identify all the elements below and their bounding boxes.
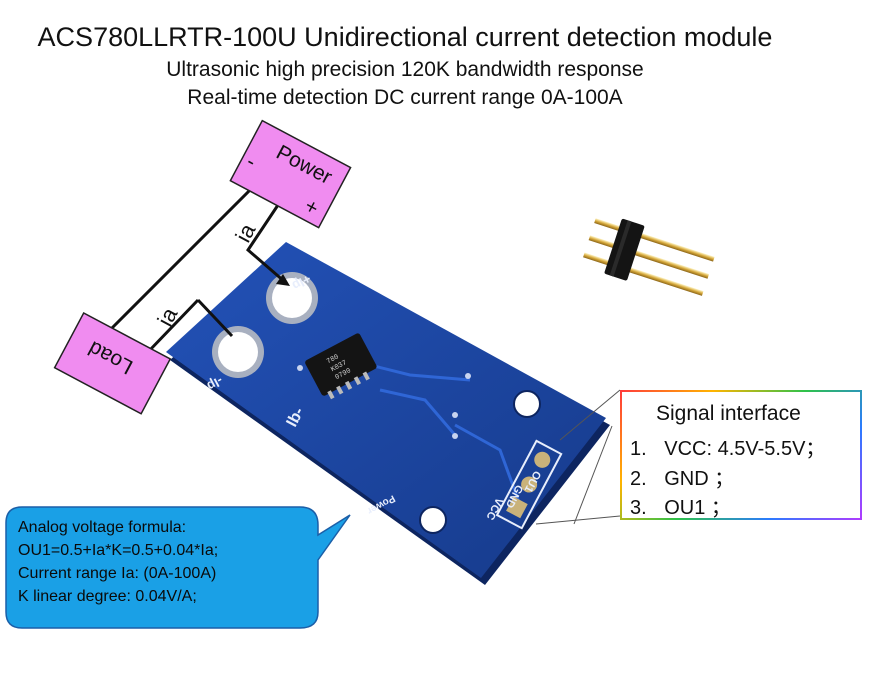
signal-item-text: GND ； [664, 468, 735, 490]
signal-interface-title: Signal interface [656, 402, 801, 425]
sensor-chip: 780 K037 0790 [305, 333, 377, 400]
formula-line: Current range Ia: (0A-100A) [18, 565, 217, 582]
signal-item: 2. GND ； [630, 462, 734, 491]
formula-bubble-shape [5, 506, 351, 629]
signal-item-number: 1. [630, 438, 647, 460]
signal-item: 1. VCC: 4.5V-5.5V； [630, 432, 825, 461]
signal-item-number: 3. [630, 497, 647, 519]
power-box: Power - + [229, 119, 352, 229]
formula-bubble: Analog voltage formula: OU1=0.5+Ia*K=0.5… [0, 505, 330, 630]
signal-pin-footprint [495, 439, 563, 530]
signal-item-text: VCC: 4.5V-5.5V； [664, 438, 826, 460]
signal-item-text: OU1 ； [664, 497, 731, 519]
current-label-left: ia [152, 303, 182, 331]
signal-item-number: 2. [630, 468, 647, 490]
subtitle-range: Real-time detection DC current range 0A-… [187, 86, 623, 109]
page-title: ACS780LLRTR-100U Unidirectional current … [37, 22, 773, 52]
signal-interface-panel: Signal interface 1. VCC: 4.5V-5.5V； 2. G… [620, 390, 862, 520]
header-pins [583, 218, 715, 296]
subtitle-bandwidth: Ultrasonic high precision 120K bandwidth… [166, 58, 644, 81]
formula-line: OU1=0.5+Ia*K=0.5+0.04*Ia; [18, 542, 219, 559]
current-label-top: ia [230, 219, 260, 247]
pcb-board: 780 K037 0790 +Ip -Ip Ib- Power OU1 GND … [166, 242, 610, 585]
formula-line: Analog voltage formula: [18, 519, 187, 536]
signal-callout-lines [535, 389, 621, 525]
pad-label-minus: -Ip [205, 373, 226, 394]
load-box: Load [53, 311, 172, 415]
signal-item: 3. OU1 ； [630, 491, 731, 520]
formula-line: K linear degree: 0.04V/A; [18, 588, 197, 605]
current-wires [108, 183, 286, 354]
